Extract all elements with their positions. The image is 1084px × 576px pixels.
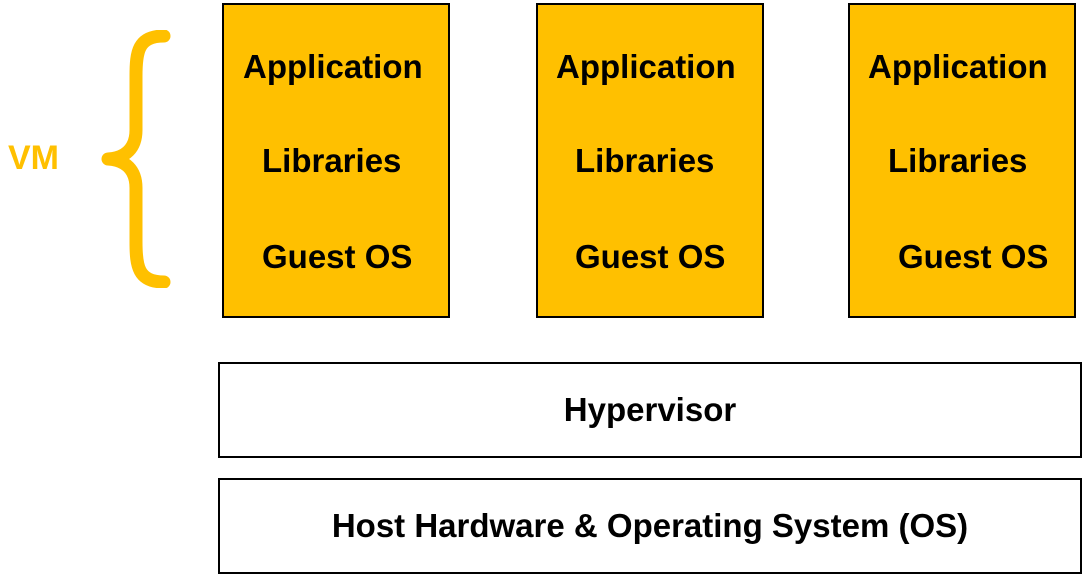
vm-box-3: Application Libraries Guest OS bbox=[848, 3, 1076, 318]
vm-box-2: Application Libraries Guest OS bbox=[536, 3, 764, 318]
guest-os-label: Guest OS bbox=[575, 238, 726, 275]
application-label: Application bbox=[556, 48, 736, 85]
application-label: Application bbox=[243, 48, 423, 85]
hypervisor-label: Hypervisor bbox=[563, 391, 737, 428]
libraries-label: Libraries bbox=[262, 142, 402, 179]
application-label: Application bbox=[868, 48, 1048, 85]
libraries-label: Libraries bbox=[888, 142, 1028, 179]
guest-os-label: Guest OS bbox=[898, 238, 1049, 275]
vm-label: VM bbox=[8, 139, 59, 177]
hypervisor-layer: Hypervisor bbox=[218, 362, 1082, 458]
host-label: Host Hardware & Operating System (OS) bbox=[331, 507, 969, 544]
vm-brace bbox=[101, 30, 171, 288]
guest-os-label: Guest OS bbox=[262, 238, 413, 275]
vm-box-1: Application Libraries Guest OS bbox=[222, 3, 450, 318]
host-layer: Host Hardware & Operating System (OS) bbox=[218, 478, 1082, 574]
libraries-label: Libraries bbox=[575, 142, 715, 179]
